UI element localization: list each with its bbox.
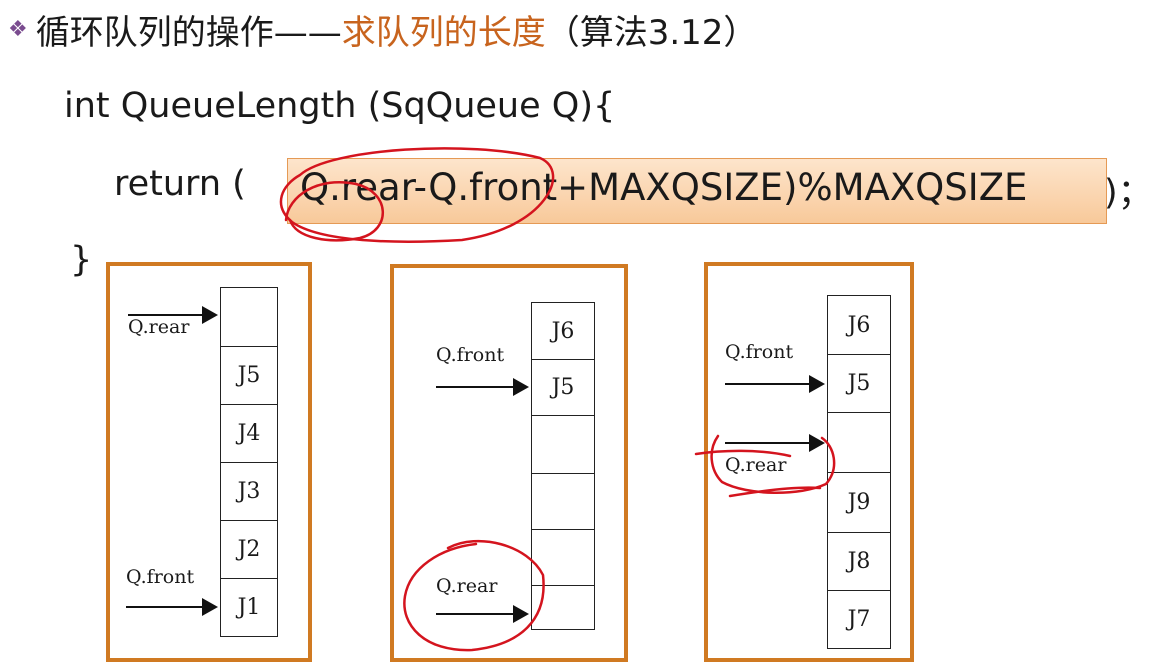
rear-arrow-icon [128,306,218,324]
code-return-open: return ( [114,164,246,204]
front-arrow-icon [725,375,825,393]
queue-cell: J8 [827,533,891,591]
rear-pointer-label: Q.rear [128,316,190,338]
queue-cell: J2 [220,521,278,579]
front-pointer-label: Q.front [436,344,505,366]
title-prefix: 循环队列的操作—— [35,12,342,53]
title-suffix: （算法3.12） [545,12,758,53]
queue-cell: J5 [827,355,891,413]
bullet-icon: ❖ [8,16,28,42]
code-return-close: )； [1104,173,1153,213]
title-accent: 求队列的长度 [341,12,546,53]
front-pointer-label: Q.front [126,566,195,588]
slide-title: ❖ 循环队列的操作—— 求队列的长度 （算法3.12） [8,4,757,54]
code-signature: int QueueLength (SqQueue Q){ [64,86,616,126]
rear-pointer-label: Q.rear [725,454,787,476]
queue-cell [827,413,891,473]
queue-cell [531,586,595,630]
queue-cell: J1 [220,579,278,637]
code-expression: Q.rear-Q.front+MAXQSIZE)%MAXQSIZE [300,166,1028,209]
front-pointer-label: Q.front [725,341,794,363]
queue-cell: J7 [827,591,891,649]
code-closing-brace: } [70,240,93,280]
rear-arrow-icon [725,434,825,452]
queue-cell: J6 [827,295,891,355]
queue-cell: J3 [220,463,278,521]
queue-cell: J4 [220,405,278,463]
queue-cell: J5 [531,360,595,416]
queue-cell [531,474,595,530]
queue-cell [220,287,278,347]
queue-cell [531,530,595,586]
rear-pointer-label: Q.rear [436,575,498,597]
rear-arrow-icon [436,605,529,623]
queue-cell: J6 [531,302,595,360]
queue-cell [531,416,595,474]
queue-cell: J5 [220,347,278,405]
queue-cell: J9 [827,473,891,533]
front-arrow-icon [436,378,529,396]
front-arrow-icon [126,598,218,616]
